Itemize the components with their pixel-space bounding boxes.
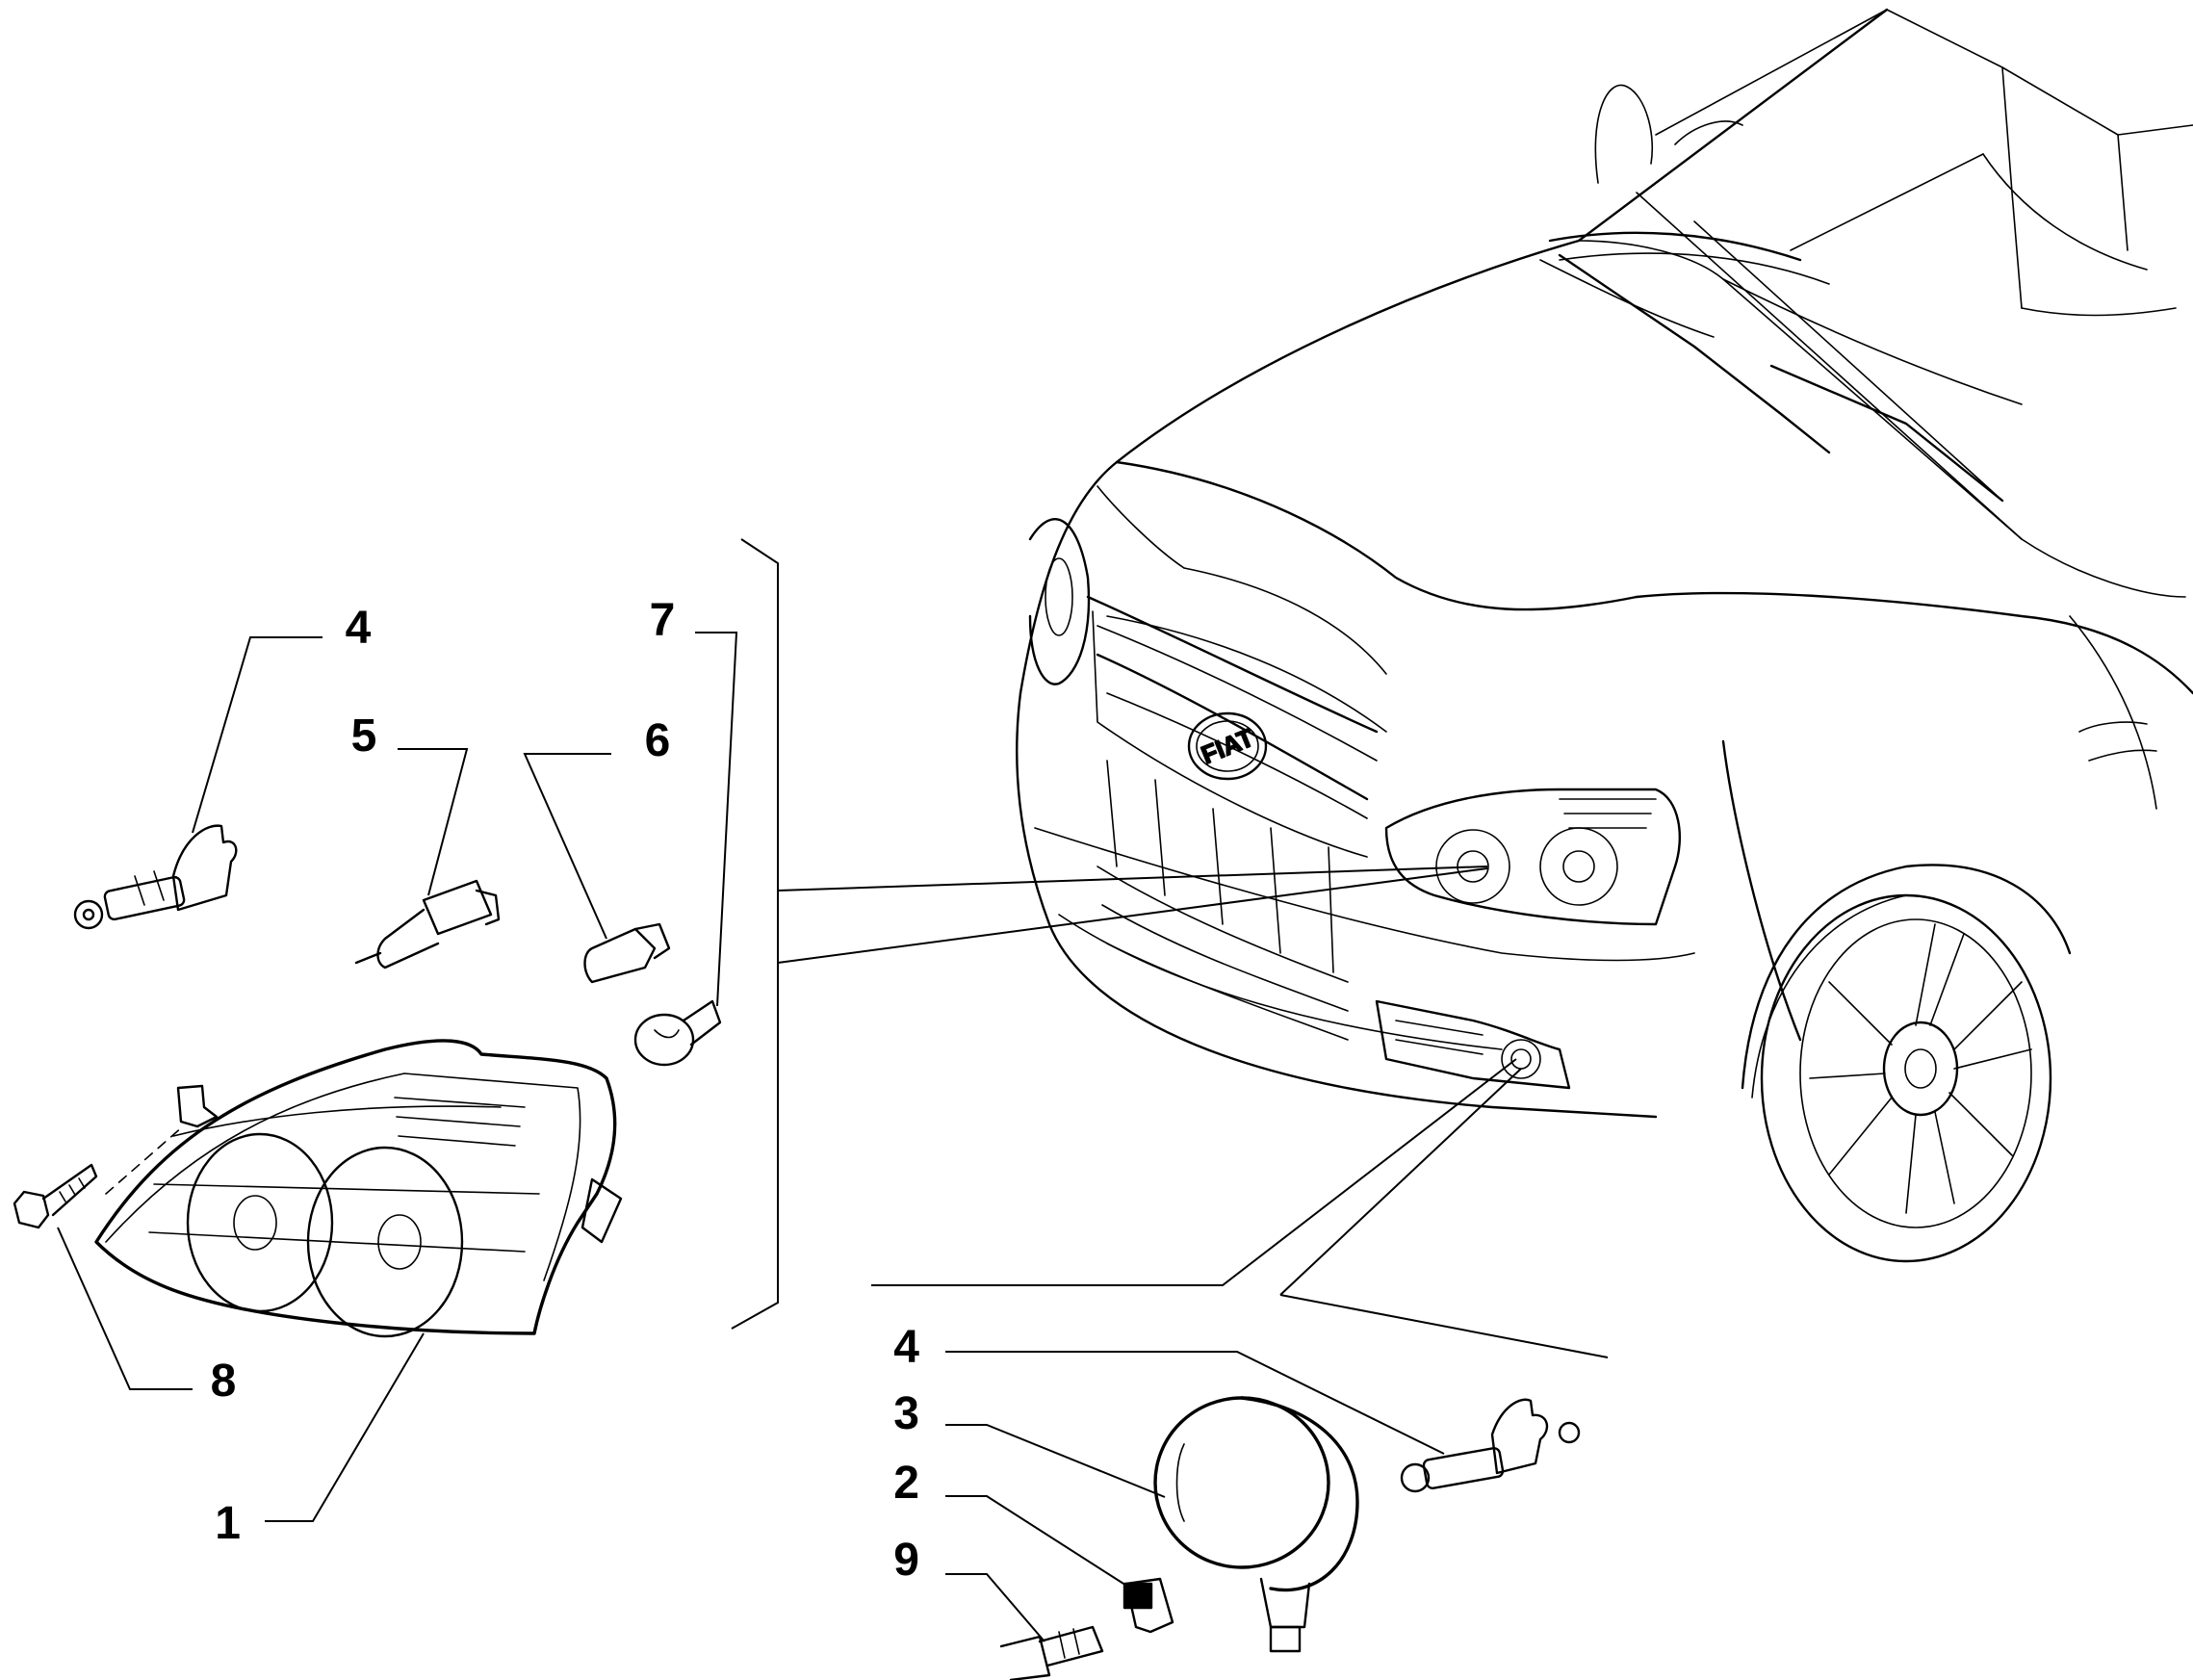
group-bracket xyxy=(731,538,779,1330)
callout-5: 5 xyxy=(351,711,377,762)
callout-6: 6 xyxy=(645,715,671,766)
callout-3: 3 xyxy=(893,1388,919,1439)
callout-7: 7 xyxy=(650,595,676,646)
bayonet-bulb xyxy=(633,999,722,1067)
car-front-illustration: FIAT xyxy=(1016,8,2193,1263)
wedge-bulb xyxy=(583,922,671,984)
h1-bulb-foglamp xyxy=(1400,1398,1581,1493)
callout-labels: 1 2 3 4 4 5 6 7 8 9 xyxy=(211,595,920,1586)
fog-bracket xyxy=(1122,1577,1174,1634)
svg-text:FIAT: FIAT xyxy=(1197,723,1257,770)
h7-bulb xyxy=(354,879,501,969)
fog-screw xyxy=(999,1625,1104,1680)
headlamp-assembly xyxy=(94,1039,623,1338)
callout-2: 2 xyxy=(893,1458,919,1509)
pointer-lines xyxy=(777,866,1609,1358)
callout-4-foglamp: 4 xyxy=(893,1322,919,1373)
fiat-logo: FIAT xyxy=(1187,711,1268,781)
headlamp-screw xyxy=(13,1163,98,1229)
callout-9: 9 xyxy=(893,1535,919,1586)
callout-8: 8 xyxy=(211,1356,237,1407)
fog-lamp xyxy=(1153,1396,1359,1653)
callout-1: 1 xyxy=(215,1498,241,1549)
callout-leaders xyxy=(57,632,1445,1642)
callout-4-headlamp: 4 xyxy=(346,603,372,654)
h1-bulb-headlamp xyxy=(73,824,238,930)
